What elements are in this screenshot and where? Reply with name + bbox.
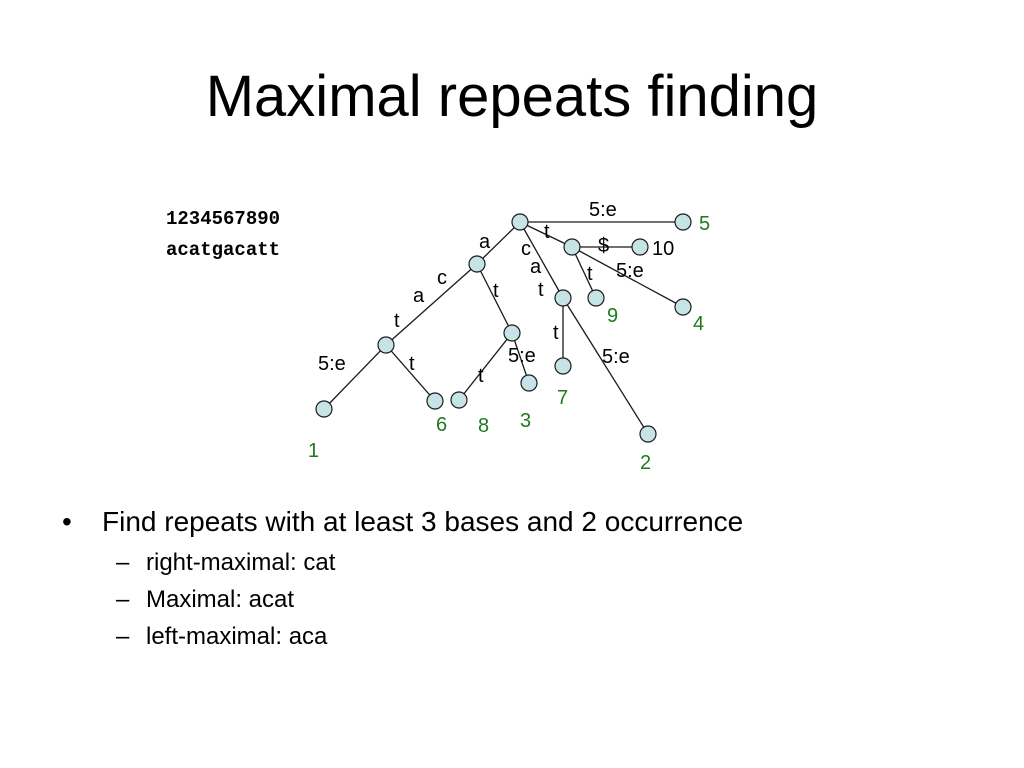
- leaf-label-1: 1: [308, 440, 319, 462]
- edge-at-leaf1: [323, 344, 387, 410]
- sub-bullet-text: right-maximal: cat: [146, 549, 336, 576]
- edge-root-a: [476, 221, 521, 265]
- edge-label-5e-4: 5:e: [616, 260, 644, 282]
- edge-atc-leaf3: [511, 332, 530, 384]
- node-at: [377, 336, 395, 354]
- node-leaf6: [426, 392, 444, 410]
- slide-title: Maximal repeats finding: [205, 64, 819, 129]
- sub-bullet-marker: –: [116, 549, 130, 576]
- sequence-positions: 1234567890: [166, 208, 281, 230]
- leaf-label-9: 9: [607, 305, 618, 327]
- bullet-marker: •: [62, 506, 72, 537]
- edge-root-ca: [519, 221, 564, 299]
- edge-label-dollar: $: [598, 235, 609, 257]
- edge-labels: a c a t 5:e t t 5:e t c a t t 5:e t $ t …: [318, 199, 644, 387]
- node-leaf2: [639, 425, 657, 443]
- node-leaf7: [554, 357, 572, 375]
- tree-nodes: [315, 213, 692, 443]
- leaf-label-8: 8: [478, 415, 489, 437]
- node-atc: [503, 324, 521, 342]
- edge-root-t: [519, 221, 573, 248]
- sub-bullet-marker: –: [116, 586, 130, 613]
- sub-bullet-list: – right-maximal: cat – Maximal: acat – l…: [62, 544, 1002, 655]
- node-leaf8: [450, 391, 468, 409]
- node-leaf4: [674, 298, 692, 316]
- node-leaf1: [315, 400, 333, 418]
- edge-label-5e-5: 5:e: [589, 199, 617, 221]
- sub-bullet-maximal: – Maximal: acat: [116, 581, 1002, 618]
- sub-bullet-text: Maximal: acat: [146, 586, 295, 613]
- node-leaf9: [587, 289, 605, 307]
- leaf-label-4: 4: [693, 313, 704, 335]
- edge-at-leaf6: [385, 344, 436, 402]
- leaf-label-10: 10: [652, 238, 674, 260]
- bullet-text: Find repeats with at least 3 bases and 2…: [102, 506, 744, 537]
- sub-bullet-right-maximal: – right-maximal: cat: [116, 544, 1002, 581]
- edge-label-t-3: t: [493, 280, 499, 302]
- node-t: [563, 238, 581, 256]
- bullet-list: • Find repeats with at least 3 bases and…: [62, 502, 1002, 655]
- edge-label-a-2: a: [413, 285, 425, 307]
- sub-bullet-left-maximal: – left-maximal: aca: [116, 618, 1002, 655]
- edge-t-leaf4: [571, 246, 684, 308]
- edge-label-a-3: a: [530, 256, 542, 278]
- sub-bullet-marker: –: [116, 623, 130, 650]
- edge-label-5e-2: 5:e: [508, 345, 536, 367]
- sequence-string: acatgacatt: [166, 239, 281, 261]
- edge-label-5e-1: 5:e: [318, 353, 346, 375]
- sub-bullet-text: left-maximal: aca: [146, 623, 328, 650]
- sequence-block: 1234567890 acatgacatt: [166, 204, 280, 266]
- edge-label-c-1: c: [437, 267, 447, 289]
- edge-a-atc: [476, 263, 513, 334]
- edge-label-t-2: t: [409, 353, 415, 375]
- edge-label-t-6: t: [553, 322, 559, 344]
- node-root: [511, 213, 529, 231]
- edge-t-leaf9: [571, 246, 597, 299]
- leaf-label-2: 2: [640, 452, 651, 474]
- edge-a-at: [385, 263, 478, 346]
- node-leaf5: [674, 213, 692, 231]
- bullet-item-main: • Find repeats with at least 3 bases and…: [62, 502, 1002, 542]
- node-ca: [554, 289, 572, 307]
- edge-label-a-1: a: [479, 231, 491, 253]
- edge-label-t-8: t: [587, 263, 593, 285]
- node-leaf10: [631, 238, 649, 256]
- edge-ca-leaf2: [562, 297, 649, 435]
- leaf-label-6: 6: [436, 414, 447, 436]
- leaf-label-5: 5: [699, 213, 710, 235]
- leaf-label-7: 7: [557, 387, 568, 409]
- edge-label-t-7: t: [544, 221, 550, 243]
- edge-label-t-1: t: [394, 310, 400, 332]
- edge-atc-leaf8: [458, 332, 513, 401]
- edge-label-t-5: t: [538, 279, 544, 301]
- edge-label-t-4: t: [478, 365, 484, 387]
- node-a: [468, 255, 486, 273]
- node-leaf3: [520, 374, 538, 392]
- tree-edges: [323, 221, 684, 435]
- edge-label-5e-3: 5:e: [602, 346, 630, 368]
- leaf-label-3: 3: [520, 410, 531, 432]
- edge-label-c-2: c: [521, 238, 531, 260]
- leaf-labels: 1 6 8 3 7 2 9 4 5: [308, 213, 710, 474]
